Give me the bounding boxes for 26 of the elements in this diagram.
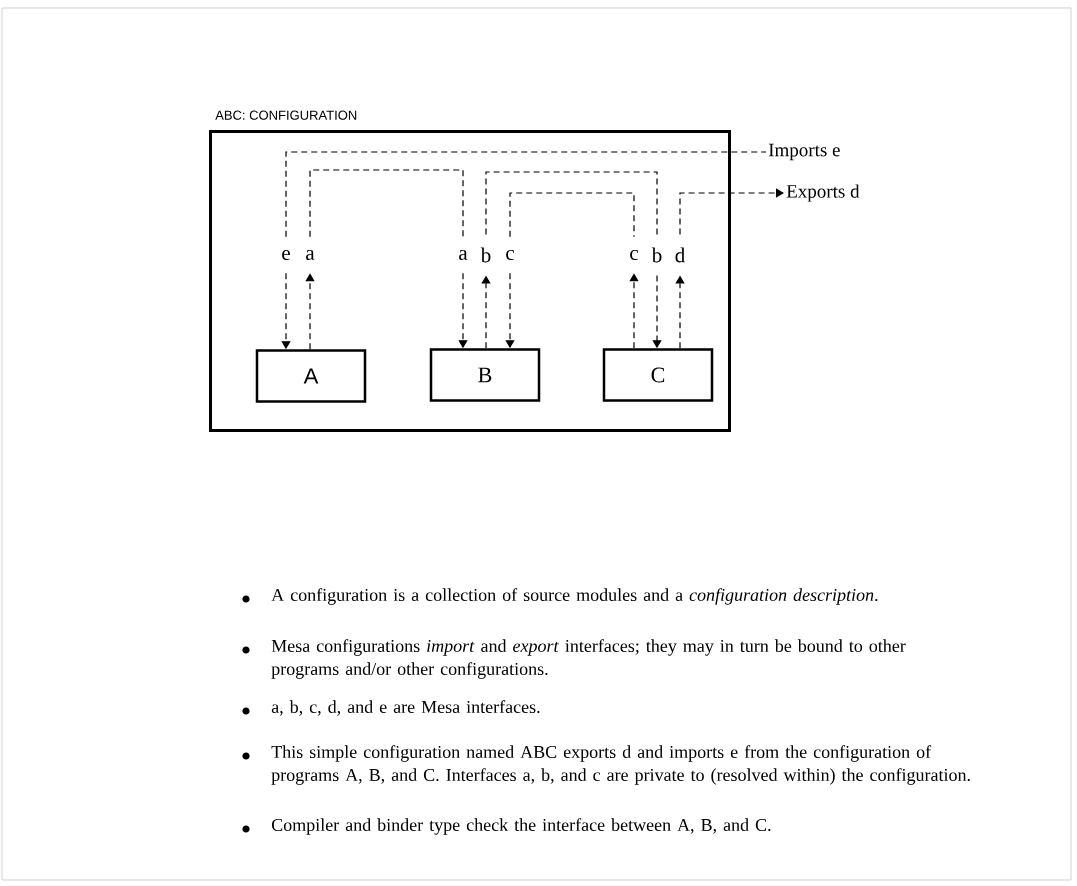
module-box: B: [429, 348, 541, 402]
interface-label: Imports e: [768, 143, 840, 161]
module-box: A: [255, 349, 367, 403]
connector: [309, 169, 464, 238]
connector: [485, 171, 658, 235]
connector: [679, 188, 784, 235]
interface-letter: d: [675, 247, 685, 263]
connector: [629, 273, 639, 349]
interface-letter: a: [306, 249, 315, 261]
box-heading: ABC: CONFIGURATION: [215, 110, 357, 120]
bullet-text: A configuration is a collection of source modules and a configuration description.: [271, 588, 878, 605]
interface-letter: b: [651, 247, 662, 263]
connector: [285, 151, 767, 238]
bullet-text: Mesa configurations import and export interfaces; they may in turn be bound to other programs and/or other configurations.: [271, 639, 906, 679]
interface-letter: b: [480, 247, 491, 263]
module-box: C: [602, 348, 714, 402]
bullet-text: This simple configuration named ABC exports d and imports e from the configuration of programs A, B, and C. Interfaces a, b, and c are private to (resolved within) the configuration.: [271, 745, 970, 785]
interface-letter: c: [630, 249, 638, 261]
bullet-text: a, b, c, d, and e are Mesa interfaces.: [271, 700, 540, 716]
interface-label: Exports d: [786, 184, 860, 202]
connector: [305, 273, 315, 350]
connector: [509, 192, 635, 238]
bullet-text: Compiler and binder type check the interface between A, B, and C.: [271, 818, 771, 835]
interface-letter: a: [459, 249, 468, 261]
interface-letter: e: [282, 249, 290, 261]
interface-letter: c: [506, 249, 514, 261]
